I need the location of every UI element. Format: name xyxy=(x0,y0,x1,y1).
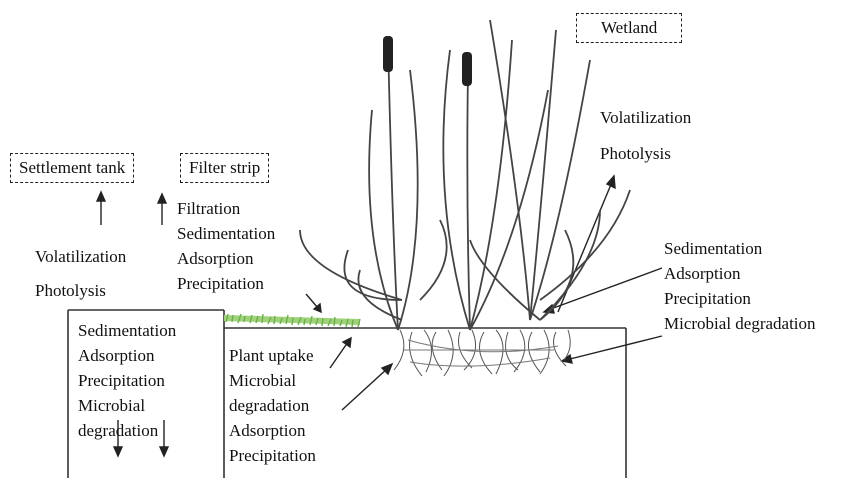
process-text: Filtration xyxy=(177,197,240,220)
process-text: degradation xyxy=(78,419,158,442)
process-text: Microbial degradation xyxy=(664,312,816,335)
process-text: Volatilization xyxy=(35,245,126,268)
process-text: Adsorption xyxy=(78,344,155,367)
settlement-tank-label: Settlement tank xyxy=(10,153,134,183)
grass-strip xyxy=(224,314,360,327)
process-text: Precipitation xyxy=(229,444,316,467)
process-text: Adsorption xyxy=(664,262,741,285)
process-text: Volatilization xyxy=(600,106,691,129)
process-text: degradation xyxy=(229,394,309,417)
process-text: Microbial xyxy=(78,394,145,417)
cattails xyxy=(383,36,472,86)
roots xyxy=(394,330,570,376)
process-text: Sedimentation xyxy=(177,222,275,245)
process-text: Adsorption xyxy=(229,419,306,442)
process-text: Adsorption xyxy=(177,247,254,270)
process-text: Precipitation xyxy=(177,272,264,295)
process-text: Microbial xyxy=(229,369,296,392)
process-text: Precipitation xyxy=(664,287,751,310)
process-text: Photolysis xyxy=(35,279,106,302)
process-text: Plant uptake xyxy=(229,344,314,367)
process-text: Precipitation xyxy=(78,369,165,392)
process-text: Sedimentation xyxy=(664,237,762,260)
process-text: Sedimentation xyxy=(78,319,176,342)
wetland-label: Wetland xyxy=(576,13,682,43)
filter-strip-label: Filter strip xyxy=(180,153,269,183)
process-text: Photolysis xyxy=(600,142,671,165)
